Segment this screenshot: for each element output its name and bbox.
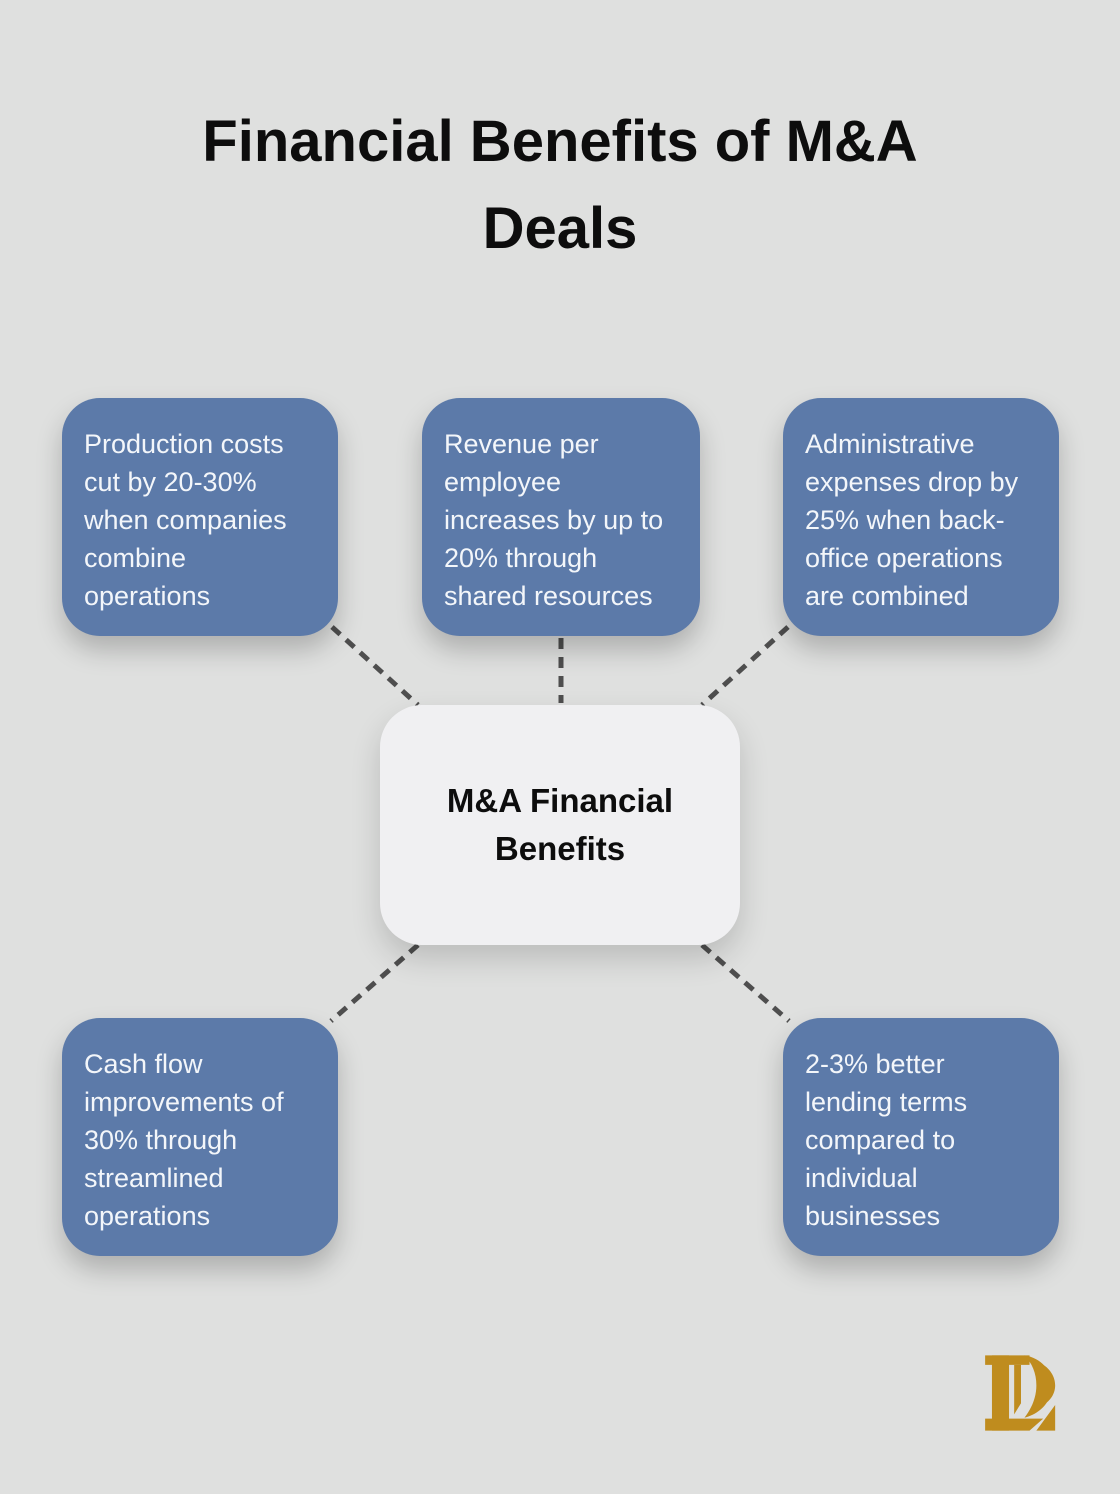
connector-bottom-left [329, 943, 420, 1023]
benefit-box-cash-flow: Cash flow improvements of 30% through st… [62, 1018, 338, 1256]
connector-top-left [330, 625, 420, 707]
benefit-text: Administrative expenses drop by 25% when… [805, 429, 1019, 611]
benefit-box-revenue-per-employee: Revenue per employee increases by up to … [422, 398, 700, 636]
benefit-box-production-costs: Production costs cut by 20-30% when comp… [62, 398, 338, 636]
center-node: M&A Financial Benefits [380, 705, 740, 945]
connector-top-right [700, 625, 790, 707]
benefit-text: Production costs cut by 20-30% when comp… [84, 429, 287, 611]
lp-monogram-logo-icon [985, 1355, 1056, 1431]
benefit-box-lending-terms: 2-3% better lending terms compared to in… [783, 1018, 1059, 1256]
connector-bottom-right [700, 943, 791, 1023]
benefit-text: Revenue per employee increases by up to … [444, 429, 664, 611]
center-node-label: M&A Financial Benefits [446, 782, 674, 867]
benefit-text: 2-3% better lending terms compared to in… [805, 1049, 968, 1231]
page-title: Financial Benefits of M&A Deals [202, 109, 918, 261]
benefit-box-administrative-expenses: Administrative expenses drop by 25% when… [783, 398, 1059, 636]
benefit-text: Cash flow improvements of 30% through st… [84, 1049, 284, 1231]
